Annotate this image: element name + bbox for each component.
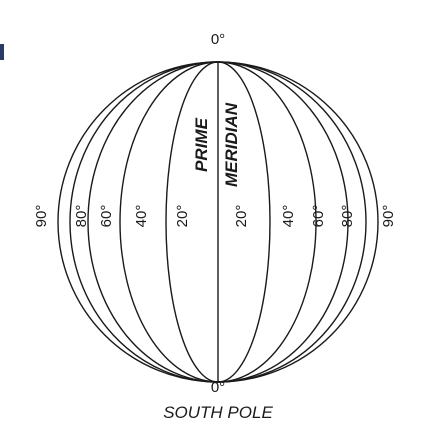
bottom-pole-label: 0° [211,379,225,396]
meridian-label-west-20: 20° [174,205,191,228]
meridian-label-west-40: 40° [133,205,150,228]
meridian-label-east-40: 40° [280,205,297,228]
south-pole-label: SOUTH POLE [163,403,273,422]
meridian-label-east-20: 20° [233,205,250,228]
edge-marker [0,44,4,60]
top-pole-label: 0° [211,31,225,48]
meridian-label-east-90: 90° [380,205,397,228]
meridian-label-west-80: 80° [73,205,90,228]
meridian-label-west-60: 60° [98,205,115,228]
meridian-label-east-80: 80° [339,205,356,228]
prime-label: PRIME [192,117,211,172]
meridian-label-east-60: 60° [310,205,327,228]
meridian-label: MERIDIAN [222,102,241,187]
meridian-label-west-90: 90° [33,205,50,228]
